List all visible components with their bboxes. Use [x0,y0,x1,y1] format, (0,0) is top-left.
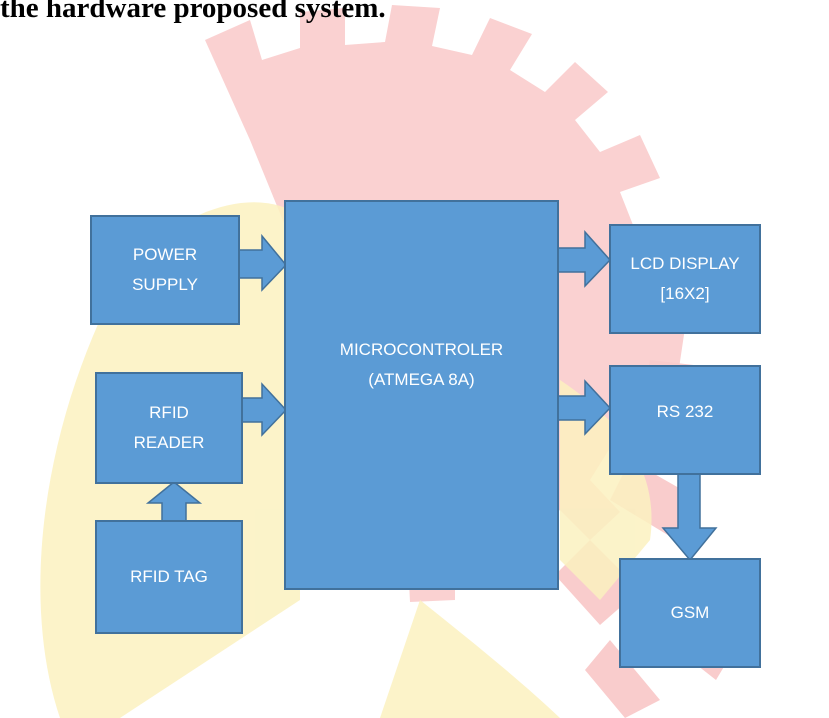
rs232-block: RS 232 [609,365,761,475]
microcontroller-block: MICROCONTROLER (ATMEGA 8A) [284,200,559,590]
arrow-reader-to-mcu [240,384,286,435]
gsm-label: GSM [671,598,710,628]
rfid-reader-label-line1: RFID [149,398,189,428]
rfid-tag-block: RFID TAG [95,520,243,634]
power-supply-label-line2: SUPPLY [132,270,198,300]
rfid-reader-label-line2: READER [134,428,205,458]
microcontroller-label-line2: (ATMEGA 8A) [368,365,474,395]
microcontroller-label-line1: MICROCONTROLER [340,335,503,365]
arrow-tag-to-reader [148,482,200,522]
lcd-display-label-line1: LCD DISPLAY [630,249,739,279]
gsm-block: GSM [619,558,761,668]
arrow-mcu-to-rs232 [556,381,610,434]
rfid-reader-block: RFID READER [95,372,243,484]
power-supply-label-line1: POWER [133,240,197,270]
lcd-display-block: LCD DISPLAY [16X2] [609,224,761,334]
arrow-power-to-mcu [238,236,286,290]
lcd-display-label-line2: [16X2] [660,279,709,309]
power-supply-block: POWER SUPPLY [90,215,240,325]
arrow-rs232-to-gsm [663,472,716,560]
rfid-tag-label: RFID TAG [130,562,208,592]
rs232-label: RS 232 [657,397,714,427]
arrow-mcu-to-lcd [556,232,610,286]
